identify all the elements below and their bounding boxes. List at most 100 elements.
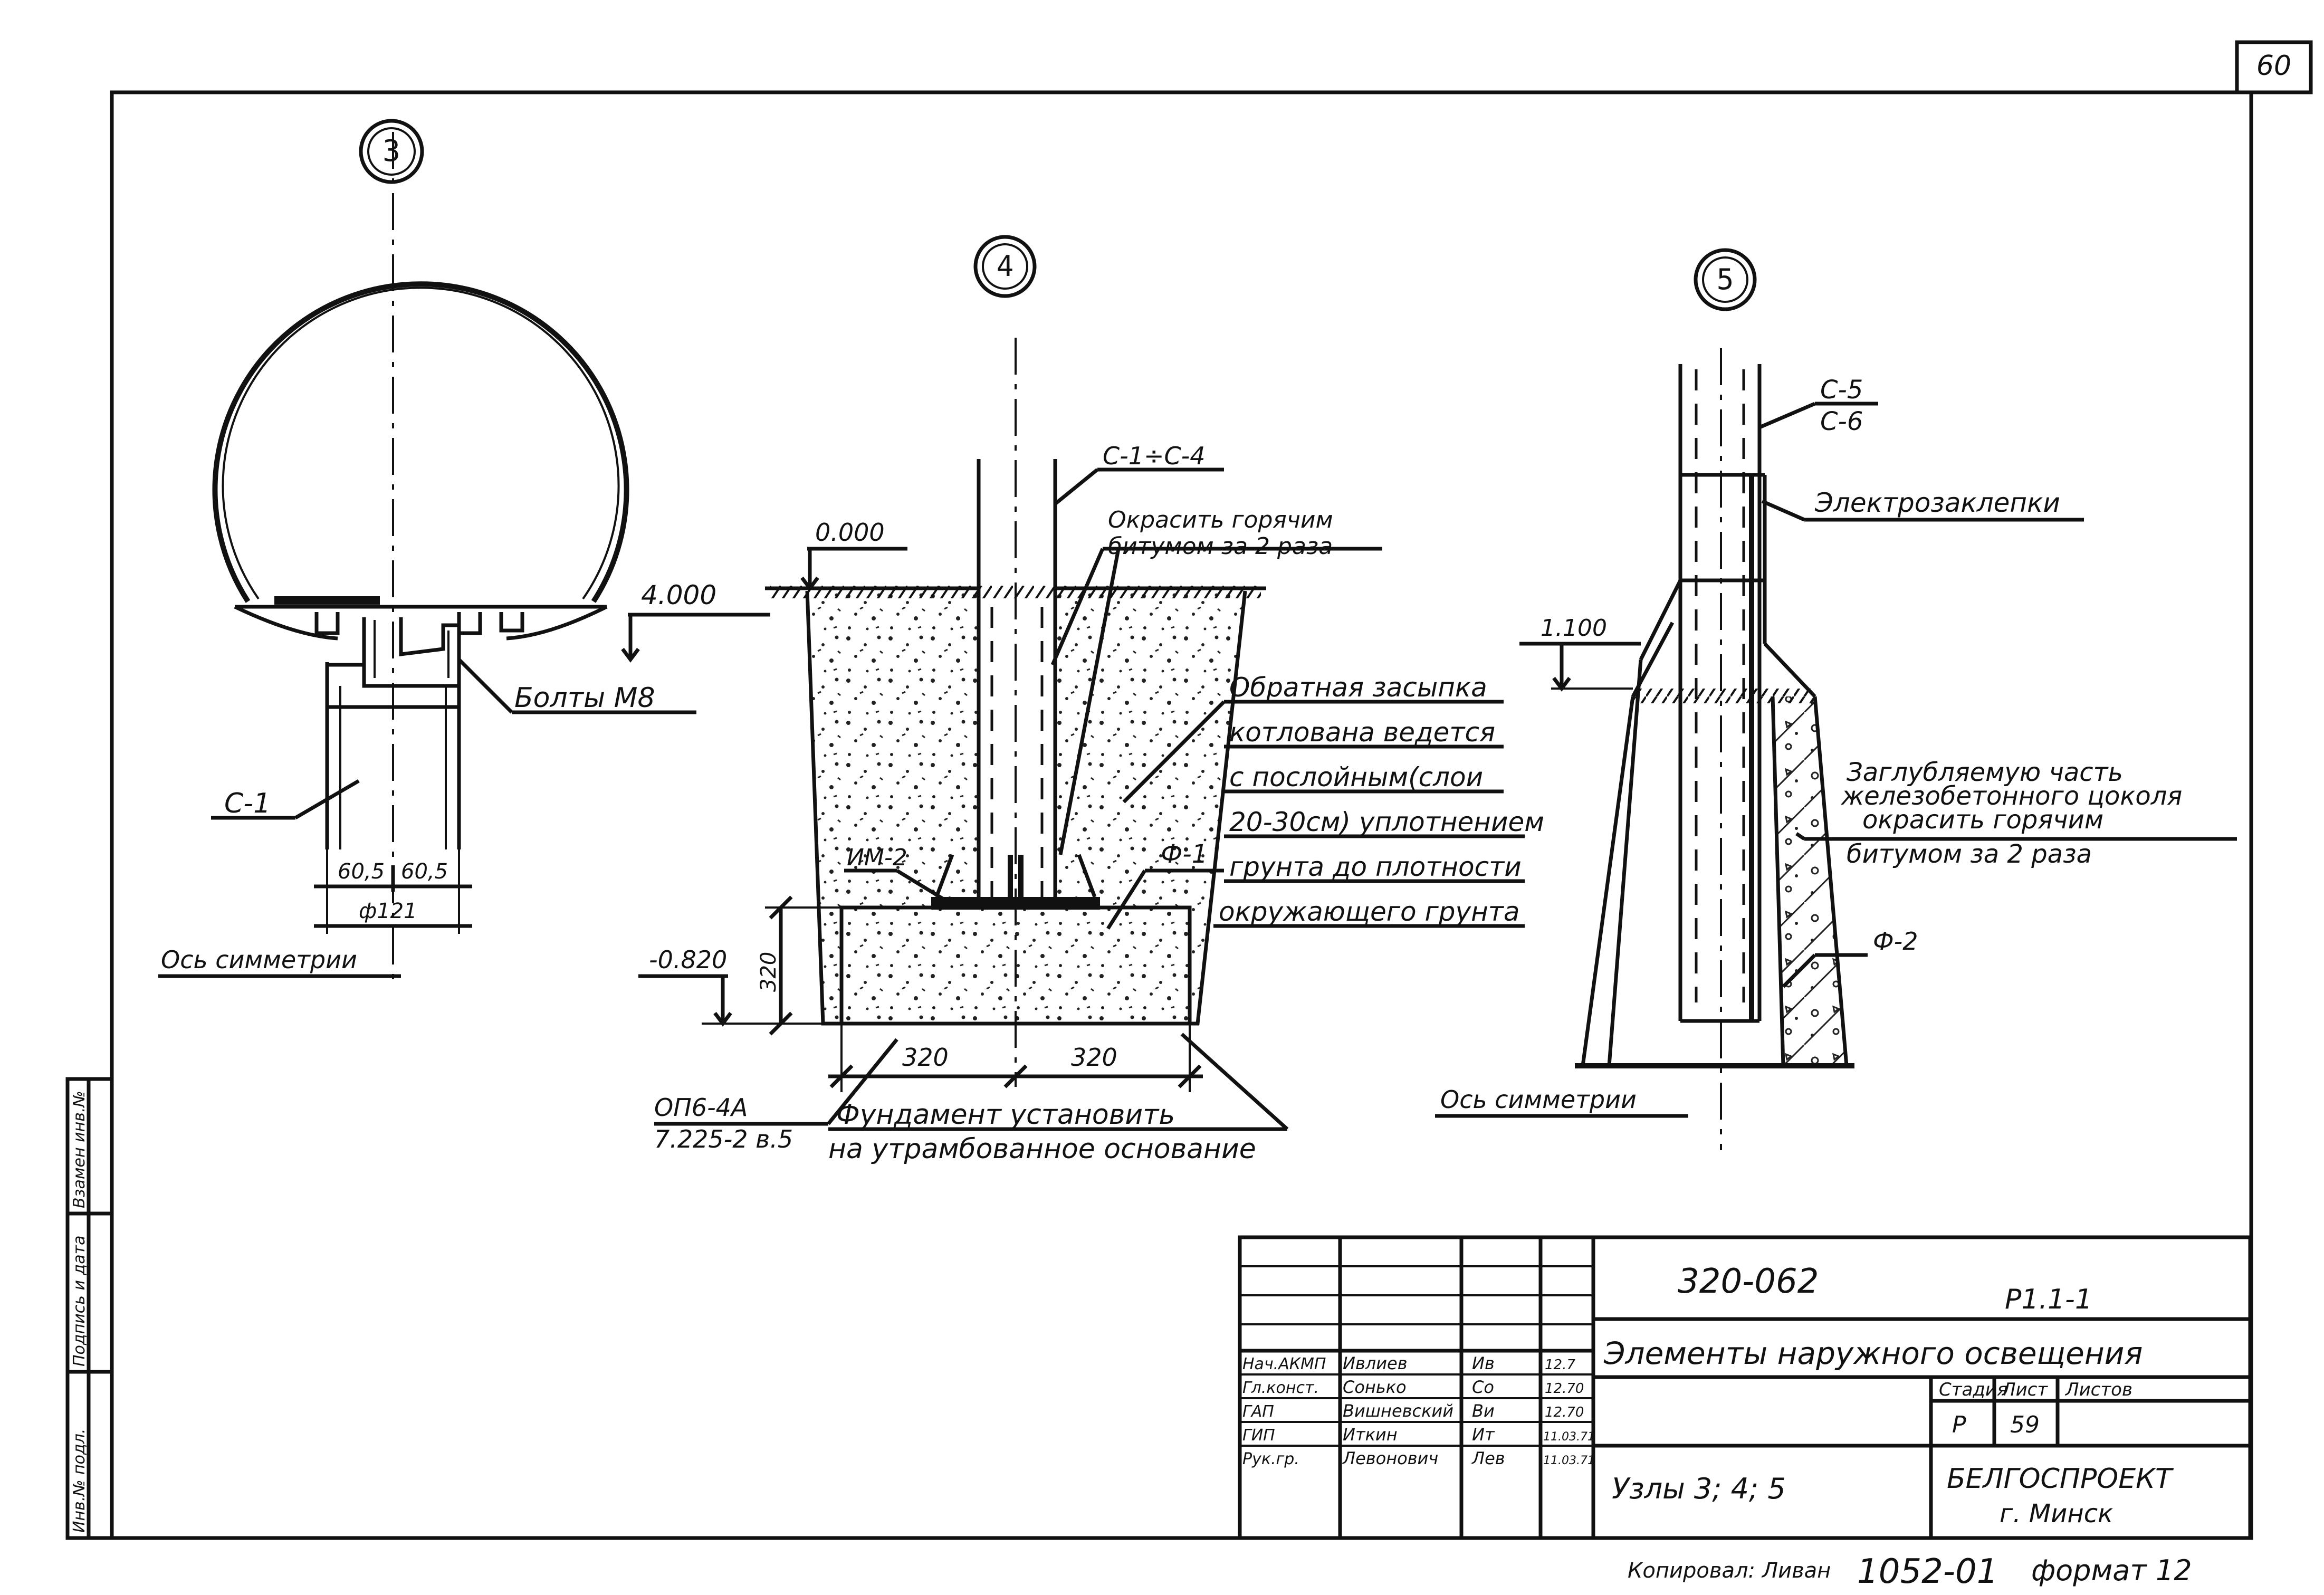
- node-4-plate-leader-arm: [896, 869, 945, 901]
- staff-date-5: 11.03.71: [1543, 1454, 1595, 1467]
- margin-stamp-inventory: Инв.№ подл.: [70, 1429, 89, 1533]
- node-3-dim-left: 60,5: [338, 859, 385, 884]
- staff-sign-3: Ви: [1472, 1401, 1495, 1421]
- node-5-note-leader-arm: [1795, 832, 1805, 841]
- staff-name-5: Левонович: [1342, 1448, 1438, 1468]
- node-4-reference-leader-arm: [827, 1038, 898, 1125]
- margin-stamp: [65, 1077, 114, 1540]
- node-3-marker-label: 3: [382, 134, 400, 168]
- staff-date-4: 11.03.71: [1543, 1430, 1595, 1444]
- node-5-foundation: Ф-2: [1873, 927, 1918, 956]
- node-3-part-leader: [211, 779, 360, 820]
- node-3-level-marker: [621, 613, 770, 663]
- node-4-level-top: [800, 547, 907, 591]
- margin-stamp-replacement: Взамен инв.№: [70, 1091, 89, 1208]
- node-3-bolts-leader: [457, 658, 696, 714]
- order-number: 1052-01: [1857, 1552, 1998, 1591]
- node-3-bolts: Болты М8: [514, 682, 655, 714]
- node-5-level-label: 1.100: [1541, 615, 1607, 642]
- node-4-level-top-label: 0.000: [815, 518, 885, 547]
- node-4-fill-line-2: котлована ведется: [1229, 717, 1495, 748]
- node-5-note-2: железобетонного цоколя: [1841, 781, 2182, 811]
- staff-sign-4: Ит: [1472, 1425, 1495, 1445]
- doc-code: 320-062: [1678, 1262, 1819, 1301]
- col-sheet: Лист: [2001, 1379, 2048, 1400]
- node-4-foundation: [839, 854, 1192, 1026]
- node-4-level-bottom: [638, 895, 841, 1036]
- node-4-foundation-label: Ф-1: [1161, 839, 1208, 869]
- staff-sign-5: Лев: [1471, 1448, 1505, 1468]
- node-4-pole-leader: [1054, 468, 1099, 505]
- node-3-pole: [325, 662, 461, 849]
- copied-signature: Ливан: [1761, 1559, 1831, 1583]
- node-5-pole-leader: [1758, 402, 1816, 429]
- staff-role-3: ГАП: [1242, 1402, 1274, 1421]
- node-5-note-1: Заглубляемую часть: [1847, 758, 2123, 787]
- node-4-dim-right: 320: [1071, 1043, 1117, 1072]
- node-3-globe: [212, 281, 629, 688]
- node-4-base-leader-arm: [1180, 1033, 1289, 1131]
- staff-sign-1: Ив: [1472, 1353, 1495, 1373]
- node-3-level: 4.000: [641, 580, 716, 610]
- node-5-pole-2: С-6: [1820, 407, 1863, 436]
- staff-date-3: 12.70: [1545, 1405, 1584, 1420]
- node-4-fill-leader: [1122, 700, 1525, 928]
- node-5-note-4: битумом за 2 раза: [1847, 839, 2092, 869]
- node-3-part: С-1: [224, 788, 271, 819]
- node-3-axis-label: Ось симметрии: [161, 945, 357, 974]
- organization-city: г. Минск: [2000, 1499, 2113, 1529]
- node-5-level: [1519, 642, 1641, 692]
- node-4-dim-left: 320: [902, 1043, 949, 1072]
- node-4-marker-label: 4: [997, 250, 1014, 283]
- sheet-value: 59: [2010, 1411, 2040, 1438]
- node-5-marker: [1694, 248, 1757, 311]
- node-4-base-note-1: Фундамент установить: [836, 1099, 1175, 1131]
- node-4-fill-line-5: грунта до плотности: [1229, 852, 1522, 882]
- drawing-title: Элементы наружного освещения: [1603, 1335, 2143, 1371]
- node-4-depth: 320: [757, 952, 781, 992]
- node-3-marker: [359, 119, 424, 184]
- staff-role-5: Рук.гр.: [1242, 1450, 1299, 1468]
- sheet-code: Р1.1-1: [2005, 1284, 2092, 1315]
- staff-role-4: ГИП: [1242, 1426, 1275, 1445]
- staff-name-2: Сонько: [1343, 1377, 1407, 1397]
- node-4-pole-label: С-1÷С-4: [1103, 442, 1206, 470]
- col-sheets: Листов: [2064, 1379, 2132, 1400]
- node-4-fill-line-6: окружающего грунта: [1219, 896, 1520, 927]
- copied-by: Копировал:: [1628, 1559, 1755, 1583]
- node-4-reference-1: ОП6-4А: [654, 1093, 748, 1122]
- node-5-note-3: окрасить горячим: [1862, 805, 2103, 835]
- node-4-fill-line-4: 20-30см) уплотнением: [1229, 807, 1544, 837]
- staff-role-2: Гл.конст.: [1242, 1379, 1319, 1397]
- node-4-paint-note-1: Окрасить горячим: [1108, 507, 1333, 533]
- node-4-paint-note-2: битумом за 2 раза: [1108, 533, 1333, 560]
- node-4-paint-leader: [1050, 547, 1382, 855]
- drawing-frame: [110, 40, 2313, 1540]
- node-3-dimensions: [314, 849, 472, 934]
- sheet-format: формат 12: [2031, 1554, 2192, 1587]
- margin-stamp-signature: Подпись и дата: [70, 1236, 89, 1367]
- node-5-pole-1: С-5: [1820, 375, 1863, 405]
- node-3-dim-right: 60,5: [401, 859, 448, 884]
- node-4-pole: [977, 459, 1057, 908]
- organization-name: БЕЛГОСПРОЕКТ: [1947, 1463, 2174, 1495]
- node-4-base-note-2: на утрамбованное основание: [828, 1133, 1256, 1165]
- node-4-dimensions: [828, 1024, 1203, 1092]
- node-4-marker: [973, 235, 1037, 298]
- staff-name-3: Вишневский: [1343, 1401, 1453, 1421]
- node-5-axis-label: Ось симметрии: [1440, 1085, 1637, 1114]
- col-stage: Стадия: [1939, 1379, 2007, 1400]
- node-4-reference-2: 7.225-2 в.5: [654, 1125, 793, 1153]
- staff-role-1: Нач.АКМП: [1242, 1355, 1326, 1373]
- node-5-pole: [1607, 364, 1767, 1066]
- staff-sign-2: Со: [1472, 1377, 1494, 1397]
- node-5-plinth: [1575, 622, 1854, 1068]
- node-5-rivets: Электрозаклепки: [1814, 488, 2060, 518]
- page-number: 60: [2256, 50, 2291, 82]
- node-5-rivets-leader: [1761, 499, 1805, 522]
- node-3-diameter: ф121: [359, 899, 417, 923]
- drawing-subtitle: Узлы 3; 4; 5: [1612, 1472, 1786, 1505]
- staff-name-4: Иткин: [1343, 1425, 1398, 1445]
- node-5-foundation-leader-arm: [1782, 953, 1816, 988]
